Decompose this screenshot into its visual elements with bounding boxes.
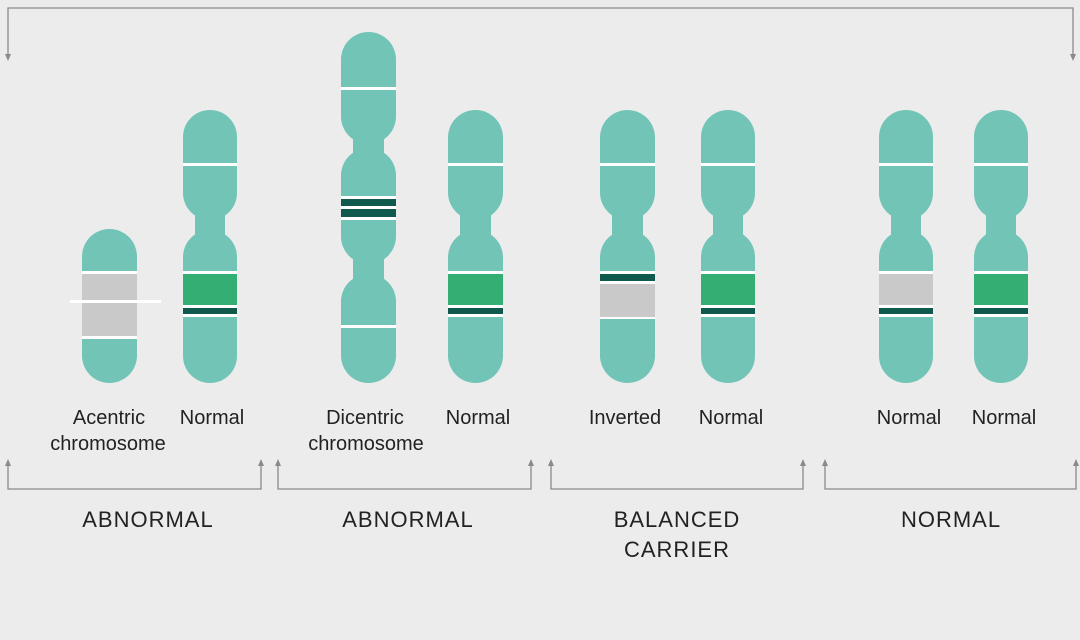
label-dicentric-line1: Dicentric [326, 407, 404, 429]
group-label-abnormal-1: ABNORMAL [82, 507, 213, 532]
label-dicentric-line2: chromosome [308, 433, 424, 455]
group-label-balanced-carrier-line2: CARRIER [624, 537, 730, 562]
chromosome-normal-4 [879, 110, 933, 383]
group-bracket-3 [548, 459, 806, 489]
chromosome-normal-2 [448, 110, 503, 383]
top-bracket [5, 8, 1076, 61]
group-bracket-4 [822, 459, 1079, 489]
label-acentric-line2: chromosome [50, 433, 166, 455]
group-bracket-1 [5, 459, 264, 489]
label-normal-5: Normal [972, 407, 1036, 429]
group-label-balanced-carrier-line1: BALANCED [614, 507, 741, 532]
label-normal-1: Normal [180, 407, 244, 429]
chromosome-normal-3 [701, 110, 755, 383]
label-normal-3: Normal [699, 407, 763, 429]
group-label-normal: NORMAL [901, 507, 1001, 532]
label-normal-2: Normal [446, 407, 510, 429]
label-inverted: Inverted [589, 407, 661, 429]
label-normal-4: Normal [877, 407, 941, 429]
label-acentric-line1: Acentric [73, 407, 145, 429]
chromosome-normal-5 [974, 110, 1028, 383]
group-label-abnormal-2: ABNORMAL [342, 507, 473, 532]
chromosome-normal-1 [183, 110, 237, 383]
chromosome-dicentric [341, 32, 396, 383]
group-bracket-2 [275, 459, 534, 489]
chromosome-acentric [70, 229, 161, 383]
chromosome-inverted [600, 110, 655, 383]
